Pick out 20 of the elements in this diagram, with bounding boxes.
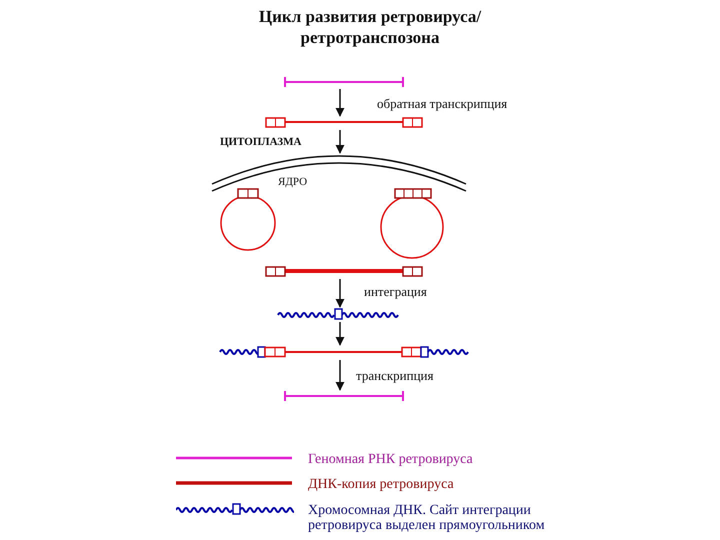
linear-dna-drawing <box>265 266 423 277</box>
circular-dna-drawing <box>380 188 446 258</box>
arrow <box>336 322 344 346</box>
dna-copy-drawing <box>265 117 423 128</box>
arrow <box>336 130 344 154</box>
edge-label: обратная транскрипция <box>376 96 508 112</box>
arrow <box>336 279 344 308</box>
rna-strand-drawing <box>283 77 405 87</box>
legend-text: Хромосомная ДНК. Сайт интеграции ретровируса выделен прямоугольником <box>308 503 546 533</box>
region-label: ЯДРО <box>278 176 308 188</box>
chromosome-dna-drawing <box>276 308 396 320</box>
arrow <box>336 360 344 391</box>
legend-text: Геномная РНК ретровируса <box>308 452 474 467</box>
region-label: ЦИТОПЛАЗМА <box>220 136 302 148</box>
arrow <box>336 89 344 117</box>
nuclear-membrane-drawing <box>210 154 468 192</box>
legend-text: ДНК-копия ретровируса <box>308 477 455 492</box>
rna-strand-drawing <box>283 391 405 401</box>
circular-dna-drawing <box>220 188 278 250</box>
title: Цикл развития ретровируса/ретротранспозона <box>258 6 482 48</box>
